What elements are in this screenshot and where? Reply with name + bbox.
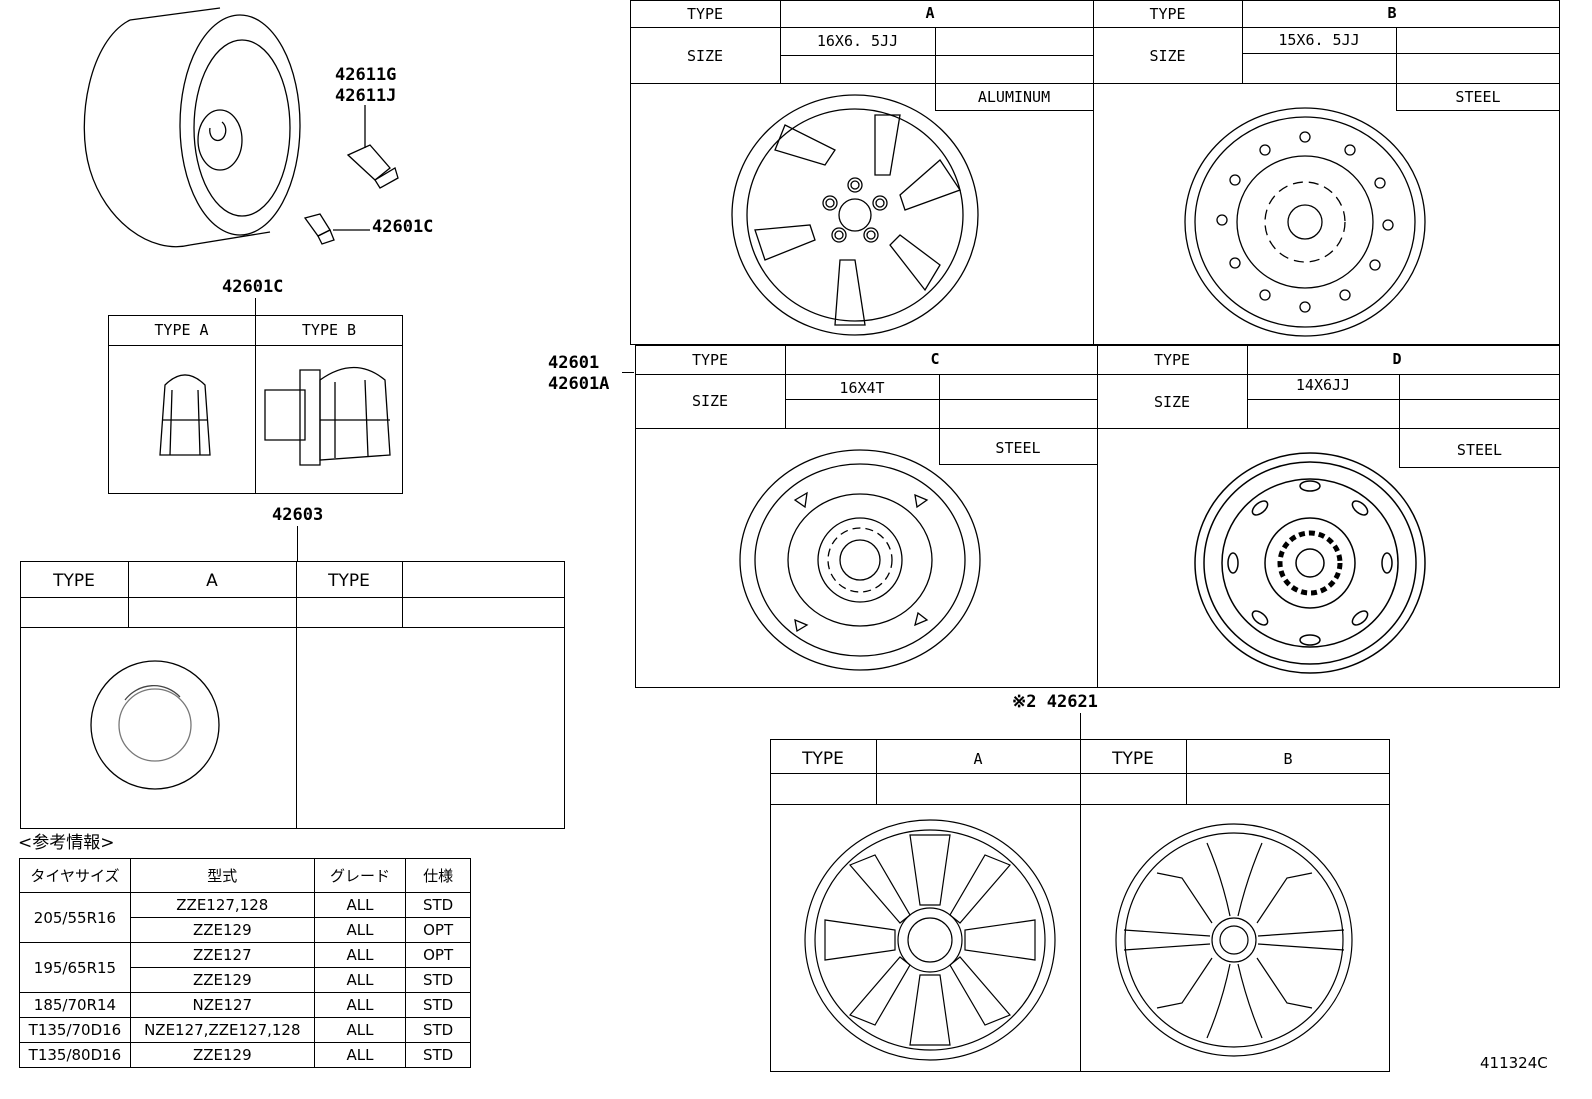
wheel-b-material: STEEL bbox=[1455, 88, 1501, 106]
ornament-a-type: A bbox=[973, 750, 983, 768]
ref-grade: ALL bbox=[313, 1042, 407, 1068]
wheel-b-type: B bbox=[1387, 4, 1397, 22]
ref-tire: T135/80D16 bbox=[19, 1042, 131, 1068]
wheel-a-type: A bbox=[925, 4, 935, 22]
wheel-c-size-label: SIZE bbox=[691, 392, 729, 410]
ref-tire: 195/65R15 bbox=[19, 942, 131, 993]
ref-spec: OPT bbox=[405, 942, 471, 968]
tire-illustration bbox=[70, 0, 330, 280]
table-row: 205/55R16 ZZE127,128 ALL STD bbox=[19, 892, 471, 943]
ref-spec: STD bbox=[405, 992, 471, 1018]
ornament-part-number: 42621 bbox=[1046, 692, 1098, 712]
nut-type-a-label: TYPE A bbox=[154, 321, 209, 339]
callout-42611g: 42611G bbox=[335, 65, 397, 85]
ref-model: ZZE129 bbox=[129, 967, 315, 993]
wheel-table-top bbox=[630, 0, 1560, 345]
ref-model: NZE127,ZZE127,128 bbox=[129, 1017, 315, 1043]
ref-grade: ALL bbox=[313, 917, 407, 943]
ref-grade: ALL bbox=[313, 992, 407, 1018]
callout-42601: 42601 bbox=[548, 353, 600, 373]
ref-header-grade: グレード bbox=[313, 858, 407, 893]
wheel-d-material: STEEL bbox=[1456, 441, 1503, 459]
table-row: T135/70D16 NZE127,ZZE127,128 ALL STD bbox=[19, 1017, 471, 1043]
nut-type-b-label: TYPE B bbox=[301, 321, 357, 339]
ref-model: NZE127 bbox=[129, 992, 315, 1018]
table-row: ZZE129 ALL OPT bbox=[20, 917, 471, 943]
wheel-c-size: 16X4T bbox=[839, 379, 885, 397]
wheel-b-size: 15X6. 5JJ bbox=[1278, 31, 1360, 49]
callout-42601a: 42601A bbox=[548, 374, 610, 394]
wheel-c-type-label: TYPE bbox=[691, 351, 729, 369]
wheel-a-type-label: TYPE bbox=[686, 5, 724, 23]
ornament-b-type-label: TYPE bbox=[1112, 749, 1154, 769]
ref-model: ZZE129 bbox=[129, 917, 315, 943]
lug-nut-type-a-icon bbox=[150, 365, 220, 475]
ref-model: ZZE129 bbox=[129, 1042, 315, 1068]
ref-spec: STD bbox=[405, 892, 471, 918]
wheel-a-size-label: SIZE bbox=[686, 47, 724, 65]
ref-grade: ALL bbox=[313, 942, 407, 968]
ref-spec: STD bbox=[405, 967, 471, 993]
ornament-mark: ※2 bbox=[1012, 692, 1037, 712]
ref-tire: T135/70D16 bbox=[19, 1017, 131, 1043]
ref-spec: STD bbox=[405, 1017, 471, 1043]
ref-header-spec: 仕様 bbox=[405, 858, 471, 893]
center-cap-table bbox=[20, 561, 565, 829]
lug-nut-type-b-icon bbox=[260, 360, 400, 475]
ref-grade: ALL bbox=[313, 1017, 407, 1043]
wheel-b-type-label: TYPE bbox=[1149, 5, 1186, 23]
ornament-b-type: B bbox=[1283, 750, 1293, 768]
ref-spec: OPT bbox=[405, 917, 471, 943]
ref-header-model: 型式 bbox=[129, 858, 315, 893]
cap-type-label-2: TYPE bbox=[328, 571, 370, 591]
wheel-c-material: STEEL bbox=[995, 439, 1041, 457]
aluminum-wheel-icon bbox=[725, 90, 985, 340]
ref-grade: ALL bbox=[313, 892, 407, 918]
table-row: T135/80D16 ZZE129 ALL STD bbox=[19, 1042, 471, 1068]
steel-wheel-b-icon bbox=[1180, 105, 1430, 340]
reference-heading: <参考情報> bbox=[18, 833, 115, 853]
wheel-c-type: C bbox=[930, 350, 940, 368]
wheel-a-size: 16X6. 5JJ bbox=[816, 32, 899, 50]
steel-wheel-c-icon bbox=[735, 445, 985, 675]
wheel-d-type-label: TYPE bbox=[1153, 351, 1191, 369]
lug-nut-small-icon bbox=[300, 210, 380, 250]
wheel-d-type: D bbox=[1392, 350, 1402, 368]
table-row: 195/65R15 ZZE127 ALL OPT bbox=[19, 942, 471, 993]
center-cap-icon bbox=[85, 655, 225, 795]
wheel-a-material: ALUMINUM bbox=[977, 88, 1051, 106]
callout-42601c-top: 42601C bbox=[222, 277, 284, 297]
cap-type-label: TYPE bbox=[53, 571, 95, 591]
ref-header-tire: タイヤサイズ bbox=[19, 858, 131, 893]
table-row: 185/70R14 NZE127 ALL STD bbox=[19, 992, 471, 1018]
wheel-d-size-label: SIZE bbox=[1153, 393, 1191, 411]
table-row: ZZE129 ALL STD bbox=[20, 967, 471, 993]
wheel-b-size-label: SIZE bbox=[1149, 47, 1186, 65]
wheel-d-size: 14X6JJ bbox=[1295, 376, 1351, 394]
reference-table: タイヤサイズ 型式 グレード 仕様 205/55R16 ZZE127,128 A… bbox=[19, 858, 471, 1068]
figure-code: 411324C bbox=[1480, 1054, 1548, 1072]
steel-wheel-d-icon bbox=[1190, 448, 1430, 678]
ref-spec: STD bbox=[405, 1042, 471, 1068]
valve-stem-icon bbox=[340, 100, 410, 190]
ref-model: ZZE127 bbox=[129, 942, 315, 968]
wheel-cover-b-icon bbox=[1112, 818, 1357, 1063]
callout-42603: 42603 bbox=[272, 505, 324, 525]
ref-model: ZZE127,128 bbox=[129, 892, 315, 918]
callout-42611j: 42611J bbox=[335, 86, 397, 106]
ornament-a-type-label: TYPE bbox=[802, 749, 844, 769]
cap-type-value: A bbox=[206, 571, 218, 591]
callout-42601c-right: 42601C bbox=[372, 217, 434, 237]
ref-tire: 205/55R16 bbox=[19, 892, 131, 943]
ref-grade: ALL bbox=[313, 967, 407, 993]
ref-tire: 185/70R14 bbox=[19, 992, 131, 1018]
callout-42621: ※2 42621 bbox=[1012, 693, 1098, 711]
wheel-cover-a-icon bbox=[800, 815, 1060, 1065]
